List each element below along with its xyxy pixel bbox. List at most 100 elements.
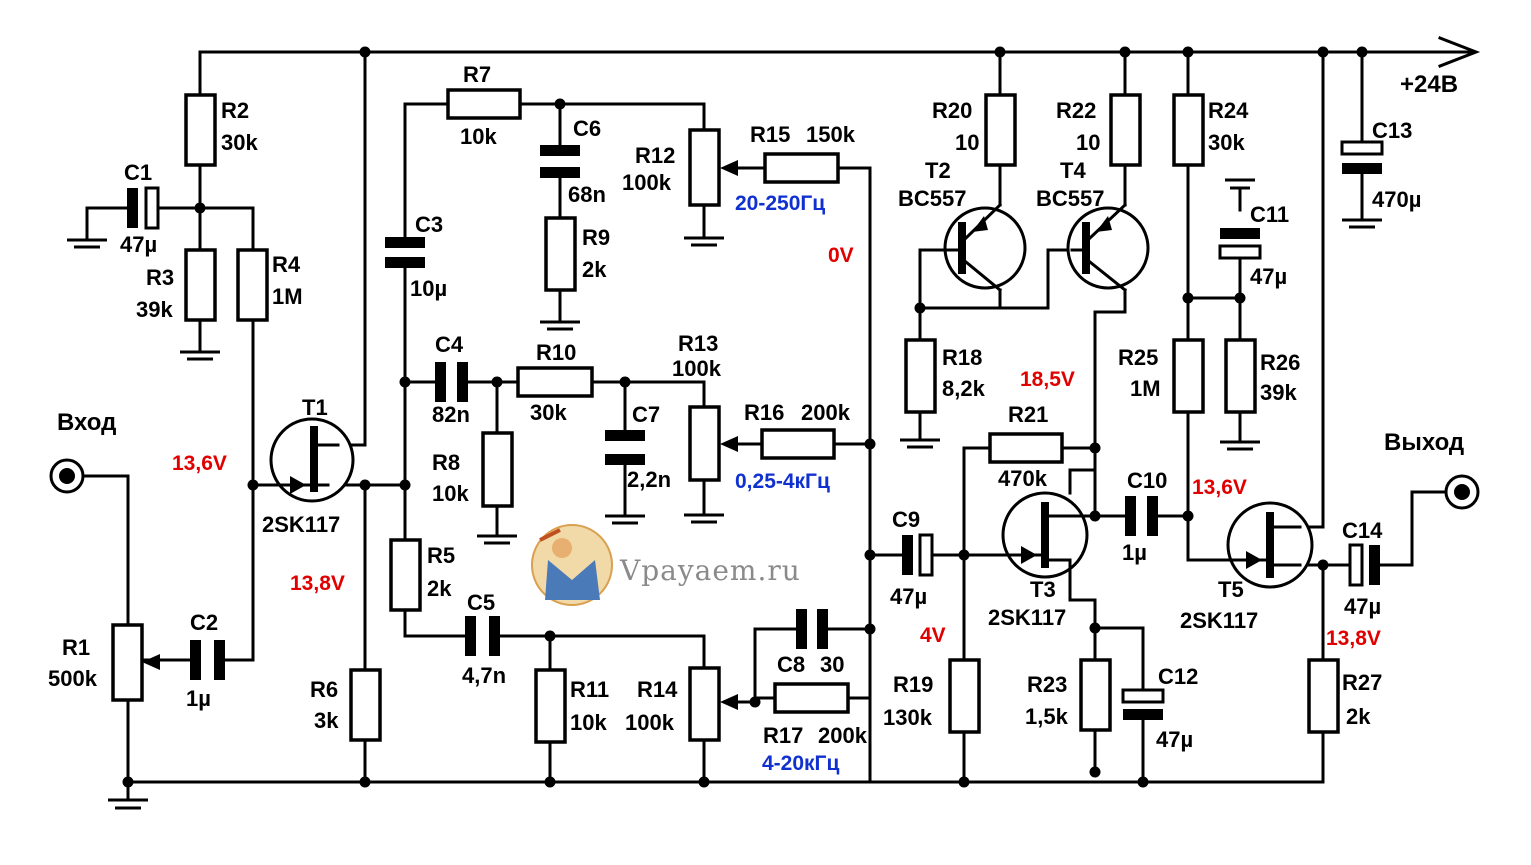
label-R17: R17 xyxy=(763,723,803,748)
value-R12: 100k xyxy=(622,170,672,195)
resistor-R5 xyxy=(389,538,422,612)
resistor-R26 xyxy=(1224,338,1257,414)
label-C2: C2 xyxy=(190,610,218,635)
capacitor-C1 xyxy=(127,186,160,230)
value-R17: 200k xyxy=(818,723,868,748)
label-R12: R12 xyxy=(635,143,675,168)
capacitor-C11 xyxy=(1218,228,1262,260)
value-R10: 30k xyxy=(530,400,567,425)
capacitor-C8 xyxy=(796,609,828,649)
capacitor-C5 xyxy=(465,616,500,656)
label-R13: R13 xyxy=(678,331,718,356)
label-R16: R16 xyxy=(744,400,784,425)
ground-icon xyxy=(477,534,517,545)
capacitors xyxy=(127,140,1384,720)
ground-icon xyxy=(540,320,580,331)
resistor-R27 xyxy=(1307,658,1340,734)
ground-icon xyxy=(108,782,148,810)
transistor-T2 xyxy=(943,202,1027,293)
resistor-R19 xyxy=(948,658,981,734)
transistor-T1 xyxy=(268,417,355,503)
ground-symbols xyxy=(67,178,1382,810)
resistor-R18 xyxy=(904,338,937,414)
value-R15: 150k xyxy=(806,122,856,147)
ground-icon xyxy=(1342,218,1382,229)
label-C5: C5 xyxy=(467,590,495,615)
labels: +24В Вход Выход R2 30k C1 47µ R3 39k R4 … xyxy=(48,62,1464,775)
label-R11: R11 xyxy=(570,677,609,702)
value-R14: 100k xyxy=(625,710,675,735)
capacitor-C12 xyxy=(1121,688,1165,720)
value-R23: 1,5k xyxy=(1025,704,1069,729)
resistors xyxy=(111,88,1340,744)
resistor-R9 xyxy=(544,216,577,292)
ground-icon xyxy=(684,513,724,524)
value-C2: 1µ xyxy=(186,686,211,711)
label-R27: R27 xyxy=(1342,670,1382,695)
transistor-T5 xyxy=(1226,501,1314,589)
value-R26: 39k xyxy=(1260,380,1297,405)
value-C13: 470µ xyxy=(1372,187,1421,212)
band-high: 4-20кГц xyxy=(762,752,839,775)
resistor-R2 xyxy=(184,93,217,167)
value-R13: 100k xyxy=(672,356,722,381)
resistor-R22 xyxy=(1109,93,1142,167)
value-C3: 10µ xyxy=(410,276,447,301)
capacitor-C4 xyxy=(435,362,468,402)
label-T1: T1 xyxy=(302,395,328,420)
value-R21: 470k xyxy=(998,466,1048,491)
label-T4: T4 xyxy=(1060,158,1086,183)
label-R6: R6 xyxy=(310,677,338,702)
label-R10: R10 xyxy=(536,340,576,365)
label-R15: R15 xyxy=(750,122,790,147)
output-jack xyxy=(1444,474,1480,510)
value-C7: 2,2n xyxy=(627,467,671,492)
ground-icon xyxy=(67,238,107,249)
label-C14: C14 xyxy=(1342,518,1383,543)
resistor-R23 xyxy=(1079,658,1112,732)
pot-wipers xyxy=(142,160,738,710)
voltage-5: 4V xyxy=(920,624,946,647)
junctions xyxy=(122,46,1368,788)
resistor-R17 xyxy=(773,682,850,714)
label-R1: R1 xyxy=(62,635,90,660)
label-R9: R9 xyxy=(582,225,610,250)
label-R18: R18 xyxy=(942,345,982,370)
value-C4: 82n xyxy=(432,402,470,427)
transistor-T4 xyxy=(1066,202,1150,293)
ground-icon xyxy=(605,514,645,525)
type-T4: BC557 xyxy=(1036,186,1104,211)
label-C13: C13 xyxy=(1372,118,1412,143)
label-C8: C8 xyxy=(777,652,805,677)
value-C6: 68n xyxy=(568,182,606,207)
voltage-7: 13,8V xyxy=(1326,627,1381,650)
label-C6: C6 xyxy=(573,116,601,141)
value-C11: 47µ xyxy=(1250,264,1287,289)
voltage-4: 18,5V xyxy=(1020,368,1075,391)
value-R25: 1M xyxy=(1130,376,1161,401)
supply-arrow-icon xyxy=(1438,36,1481,68)
value-R18: 8,2k xyxy=(942,376,986,401)
label-C4: C4 xyxy=(435,332,464,357)
resistor-R20 xyxy=(984,93,1017,167)
voltage-2: 13,8V xyxy=(290,572,345,595)
label-R19: R19 xyxy=(893,672,933,697)
resistor-R1 xyxy=(111,623,144,702)
value-R24: 30k xyxy=(1208,130,1245,155)
capacitor-C13 xyxy=(1340,140,1384,174)
label-R2: R2 xyxy=(221,98,249,123)
wiper-arrow-icon xyxy=(720,436,738,452)
label-R4: R4 xyxy=(272,252,301,277)
resistor-R8 xyxy=(481,431,514,508)
label-T3: T3 xyxy=(1030,577,1056,602)
label-R21: R21 xyxy=(1008,402,1048,427)
wiper-arrow-icon xyxy=(720,694,738,710)
resistor-R24 xyxy=(1172,93,1205,167)
label-R26: R26 xyxy=(1260,350,1300,375)
label-C1: C1 xyxy=(124,160,152,185)
label-R8: R8 xyxy=(432,450,460,475)
label-R5: R5 xyxy=(427,543,455,568)
type-T3: 2SK117 xyxy=(988,605,1066,630)
type-T2: BC557 xyxy=(898,186,966,211)
capacitor-C7 xyxy=(605,430,645,465)
